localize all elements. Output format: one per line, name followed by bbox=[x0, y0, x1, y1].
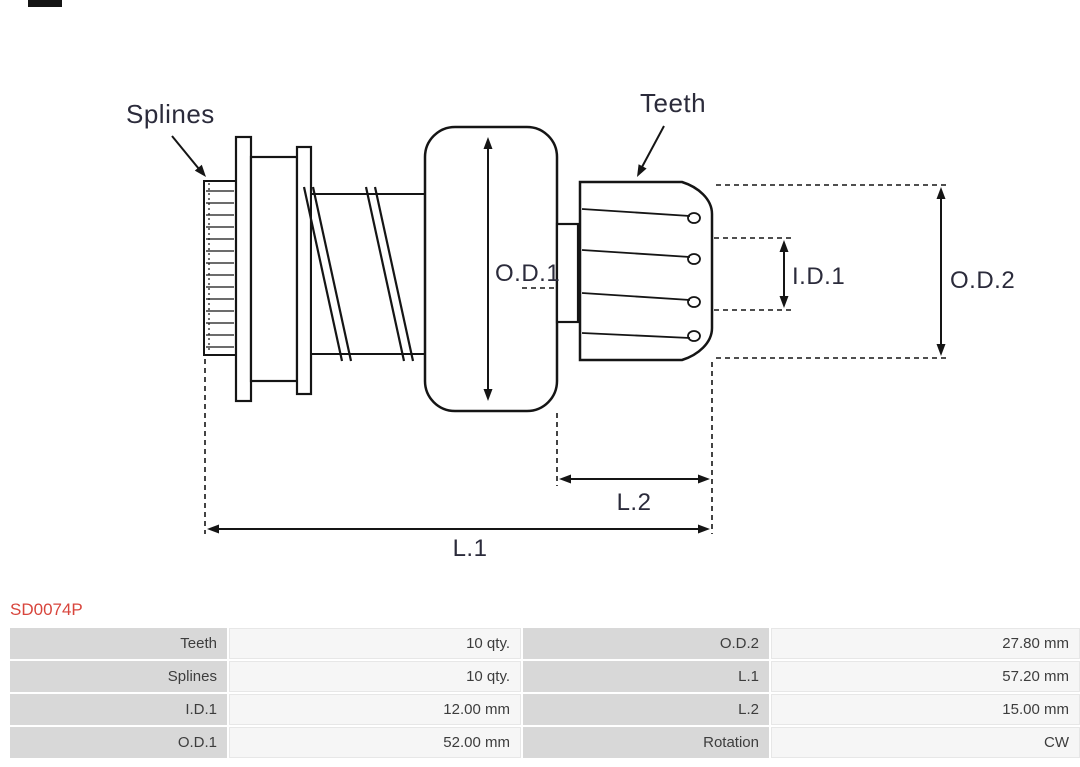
spec-value: 52.00 mm bbox=[229, 727, 521, 758]
table-row: O.D.1 52.00 mm Rotation CW bbox=[10, 727, 1080, 758]
spec-label: L.1 bbox=[523, 661, 769, 692]
dim-l2 bbox=[559, 474, 710, 484]
dim-od2 bbox=[936, 187, 946, 356]
callout-splines: Splines bbox=[126, 99, 215, 129]
spec-value: 15.00 mm bbox=[771, 694, 1080, 725]
dim-label-l2: L.2 bbox=[617, 489, 652, 516]
logo-mark bbox=[28, 0, 62, 7]
spec-label: O.D.2 bbox=[523, 628, 769, 659]
callout-teeth-arrow bbox=[637, 125, 665, 177]
dim-od1 bbox=[483, 137, 493, 401]
spline-ridges bbox=[206, 190, 234, 348]
dim-label-id1: I.D.1 bbox=[792, 263, 845, 290]
specs-table: Teeth 10 qty. O.D.2 27.80 mm Splines 10 … bbox=[8, 626, 1080, 760]
spec-value: 10 qty. bbox=[229, 628, 521, 659]
dim-id1 bbox=[779, 240, 789, 308]
pinion-gear bbox=[578, 180, 714, 362]
dim-l1 bbox=[207, 524, 710, 534]
spec-value: 12.00 mm bbox=[229, 694, 521, 725]
spec-label: Rotation bbox=[523, 727, 769, 758]
spec-value: 27.80 mm bbox=[771, 628, 1080, 659]
neck-step bbox=[555, 222, 580, 324]
retainer-flanges bbox=[234, 135, 313, 403]
dim-label-od1: O.D.1 bbox=[495, 260, 560, 287]
table-row: Splines 10 qty. L.1 57.20 mm bbox=[10, 661, 1080, 692]
spec-label: L.2 bbox=[523, 694, 769, 725]
part-number: SD0074P bbox=[10, 600, 83, 619]
callout-splines-arrow bbox=[171, 135, 206, 177]
gear-teeth-lines bbox=[581, 208, 701, 342]
spec-label: Splines bbox=[10, 661, 227, 692]
spec-label: O.D.1 bbox=[10, 727, 227, 758]
dim-label-od2: O.D.2 bbox=[950, 267, 1015, 294]
extension-lines bbox=[204, 184, 948, 534]
callout-teeth: Teeth bbox=[640, 88, 706, 118]
table-row: I.D.1 12.00 mm L.2 15.00 mm bbox=[10, 694, 1080, 725]
spline-shaft bbox=[203, 180, 237, 356]
table-row: Teeth 10 qty. O.D.2 27.80 mm bbox=[10, 628, 1080, 659]
spec-value: 10 qty. bbox=[229, 661, 521, 692]
spec-label: I.D.1 bbox=[10, 694, 227, 725]
starter-drive-technical-drawing: O.D.1 I.D.1 O.D.2 L.2 L.1 bbox=[126, 88, 1015, 562]
spec-label: Teeth bbox=[10, 628, 227, 659]
spec-value: 57.20 mm bbox=[771, 661, 1080, 692]
dim-label-l1: L.1 bbox=[453, 535, 488, 562]
spring-coils bbox=[302, 186, 415, 362]
spec-value: CW bbox=[771, 727, 1080, 758]
drive-shaft bbox=[310, 193, 428, 355]
